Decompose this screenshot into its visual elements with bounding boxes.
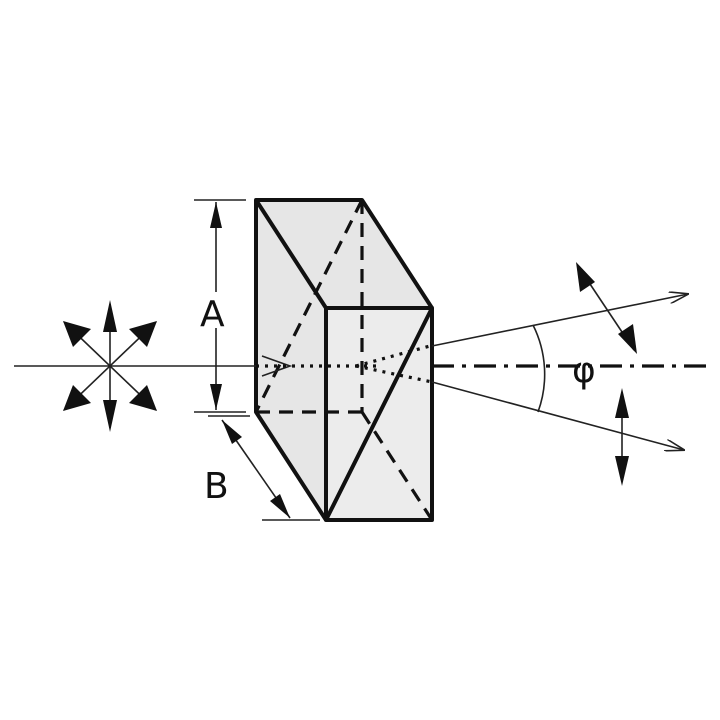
extraordinary-beam: [431, 381, 684, 450]
dimension-b: [208, 415, 320, 521]
polarization-arrow-upper-icon: [576, 262, 637, 354]
prism-top-edge: [254, 198, 328, 310]
dimension-b-label: B: [204, 466, 229, 507]
prism: [254, 198, 434, 522]
prism-visible-edges: [254, 198, 434, 522]
hidden-edge-back-diagonal: [254, 199, 364, 413]
prism-top-face: [256, 200, 432, 308]
prism-side-face: [256, 200, 326, 520]
prism-cut-diagonal: [324, 307, 434, 521]
ordinary-beam: [431, 294, 688, 347]
angle-label: φ: [572, 350, 596, 391]
dimension-a: [194, 199, 246, 413]
polarization-arrow-lower-icon: [615, 388, 629, 486]
split-beam-lower-inner: [355, 364, 433, 384]
split-beam-upper-inner: [355, 344, 431, 368]
incoming-beam-arrowhead: [261, 355, 293, 377]
angle-arc: [532, 324, 546, 413]
prism-front-outline: [324, 306, 434, 522]
dimension-a-label: A: [200, 294, 225, 335]
unpolarized-light-icon: [63, 300, 157, 432]
